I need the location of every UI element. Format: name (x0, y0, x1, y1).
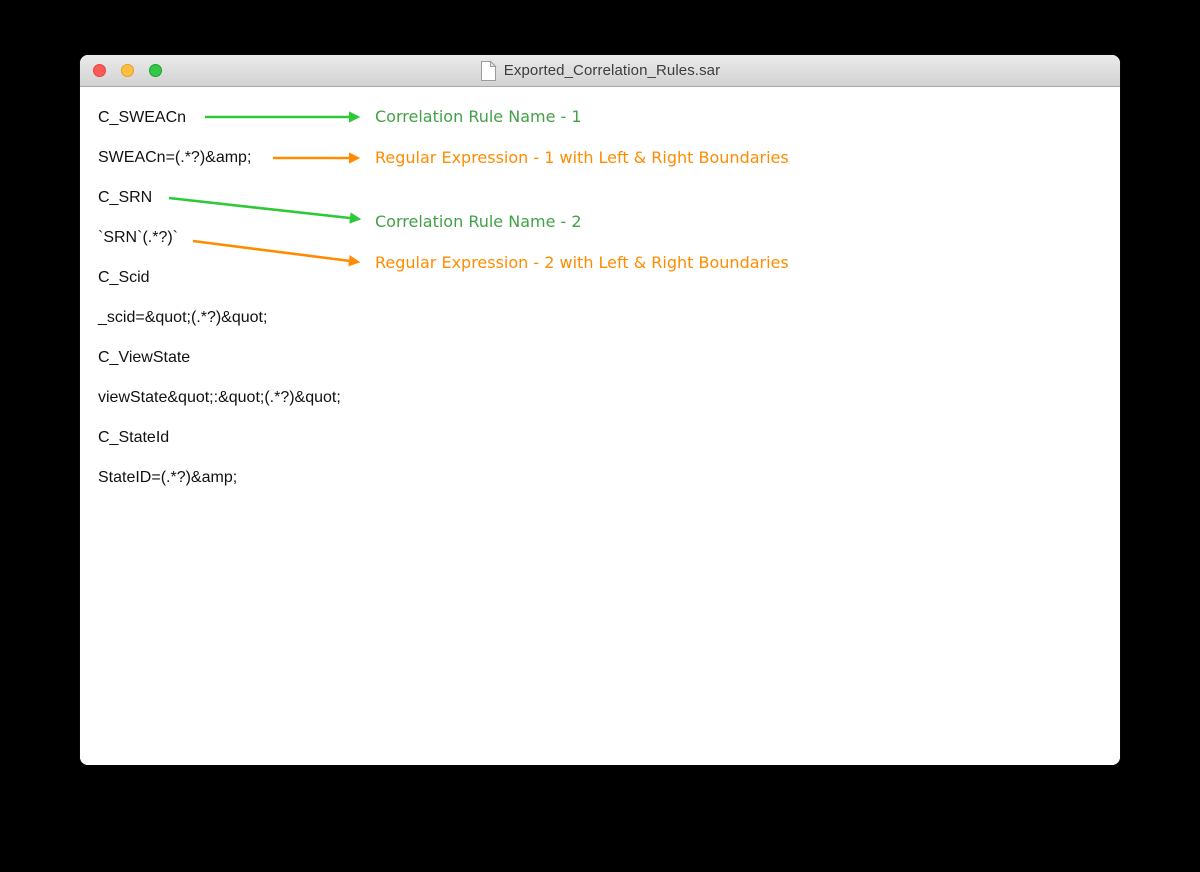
doc-line: StateID=(.*?)&amp; (98, 469, 238, 486)
doc-line: C_ViewState (98, 349, 191, 366)
traffic-light-buttons (93, 55, 162, 86)
zoom-button[interactable] (149, 64, 162, 77)
doc-line: SWEACn=(.*?)&amp; (98, 149, 252, 166)
annotation-label: Correlation Rule Name - 2 (375, 212, 582, 231)
doc-line: `SRN`(.*?)` (98, 229, 178, 246)
annotation-label: Regular Expression - 2 with Left & Right… (375, 253, 789, 272)
arrow-green-2 (168, 196, 362, 224)
title-group: Exported_Correlation_Rules.sar (480, 59, 721, 82)
window-title: Exported_Correlation_Rules.sar (503, 62, 721, 79)
doc-line: C_SRN (98, 189, 153, 206)
doc-line: _scid=&quot;(.*?)&quot; (98, 309, 268, 326)
doc-line: C_StateId (98, 429, 170, 446)
doc-line: viewState&quot;:&quot;(.*?)&quot; (98, 389, 341, 406)
arrow-orange-2 (192, 239, 361, 267)
annotation-label: Correlation Rule Name - 1 (375, 107, 582, 126)
annotation-arrows (168, 111, 362, 267)
window-titlebar[interactable]: Exported_Correlation_Rules.sar (80, 55, 1120, 87)
minimize-button[interactable] (121, 64, 134, 77)
document-icon (480, 59, 497, 81)
annotation-label: Regular Expression - 1 with Left & Right… (375, 148, 789, 167)
doc-line: C_Scid (98, 269, 150, 286)
doc-line: C_SWEACn (98, 109, 187, 126)
close-button[interactable] (93, 64, 106, 77)
app-window: Exported_Correlation_Rules.sar C_SWEACn … (80, 55, 1120, 765)
document-content: C_SWEACn SWEACn=(.*?)&amp; C_SRN `SRN`(.… (80, 87, 1120, 765)
document-text-lines: C_SWEACn SWEACn=(.*?)&amp; C_SRN `SRN`(.… (98, 108, 341, 508)
